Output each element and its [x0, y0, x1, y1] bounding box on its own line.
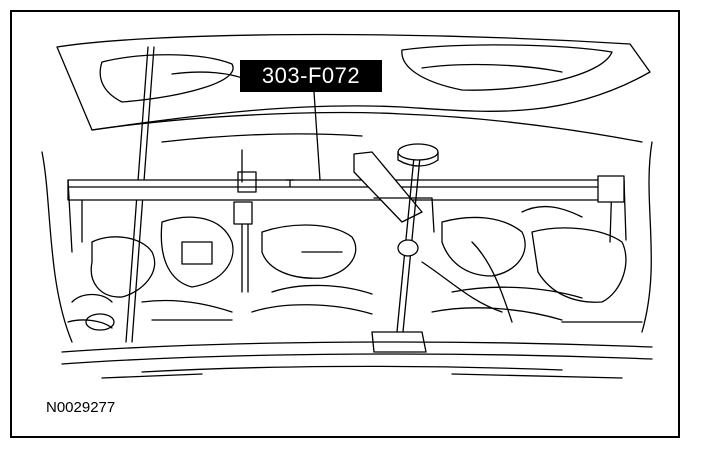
- support-bar-beam: [67, 179, 625, 201]
- right-bracket: [353, 151, 423, 223]
- figure-reference: N0029277: [46, 399, 116, 416]
- engine-bay-illustration: [41, 33, 653, 379]
- hood-outline: [56, 33, 651, 131]
- lift-handle: [397, 143, 439, 161]
- left-hook: [237, 149, 257, 193]
- figure-frame: 303-F072 N0029277: [10, 10, 680, 438]
- callout-label: 303-F072: [240, 60, 382, 92]
- callout-leader: [313, 91, 321, 181]
